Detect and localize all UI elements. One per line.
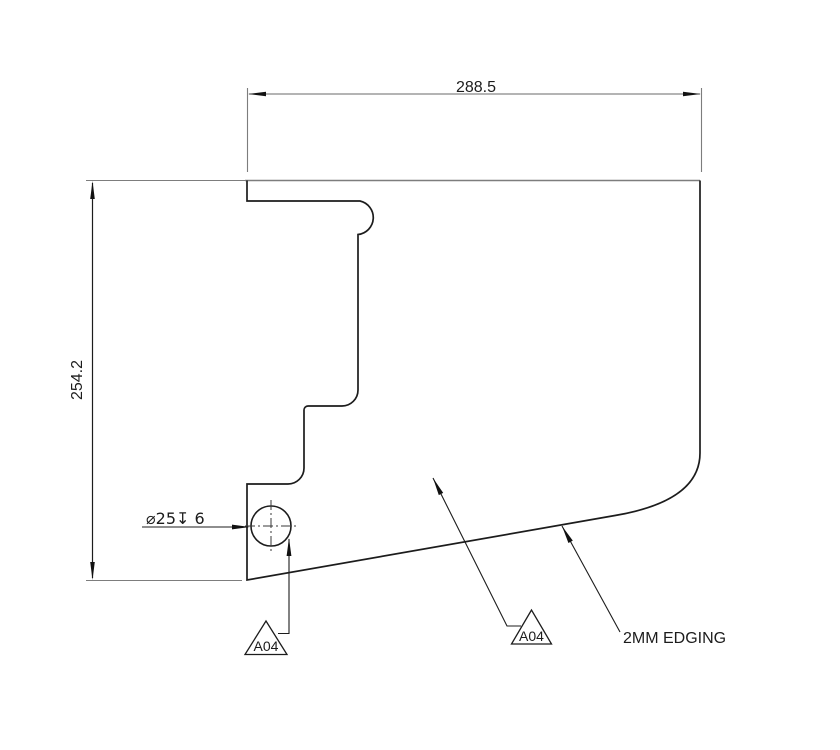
height-dimension: 254.2 [69, 179, 245, 582]
edging-note-text: 2MM EDGING [623, 630, 726, 647]
edge-flag-left-triangle-icon [243, 619, 289, 656]
height-dim-arrow-top [90, 181, 95, 199]
edge-flag-left-label: A04 [254, 638, 279, 654]
hole-feature [245, 500, 297, 552]
width-dim-arrow-left [248, 91, 266, 97]
edge-flag-right-arrow [433, 478, 444, 496]
edge-flag-right: A04 [432, 477, 553, 645]
hole-leader-arrow [232, 524, 250, 530]
part-outline [246, 180, 701, 582]
width-dim-value: 288.5 [456, 79, 496, 96]
edge-flag-left-arrow [286, 538, 292, 556]
hole-callout: ⌀25↧ 6 [142, 509, 250, 530]
edging-leader-arrow [562, 526, 573, 543]
width-dim-arrow-right [683, 91, 701, 97]
edging-leader-line [561, 525, 621, 633]
edge-flag-left: A04 [243, 538, 292, 656]
edge-flag-right-triangle-icon [510, 608, 553, 645]
width-dimension: 288.5 [246, 79, 703, 172]
height-dim-arrow-bottom [90, 562, 95, 580]
edge-flag-right-leader [432, 477, 521, 627]
hole-callout-text: ⌀25↧ 6 [146, 509, 205, 528]
edge-flag-right-label: A04 [519, 628, 544, 644]
edging-note: 2MM EDGING [561, 525, 726, 647]
part-geometry [245, 179, 701, 582]
height-dim-value: 254.2 [69, 360, 86, 400]
edge-flag-left-leader [278, 539, 290, 635]
